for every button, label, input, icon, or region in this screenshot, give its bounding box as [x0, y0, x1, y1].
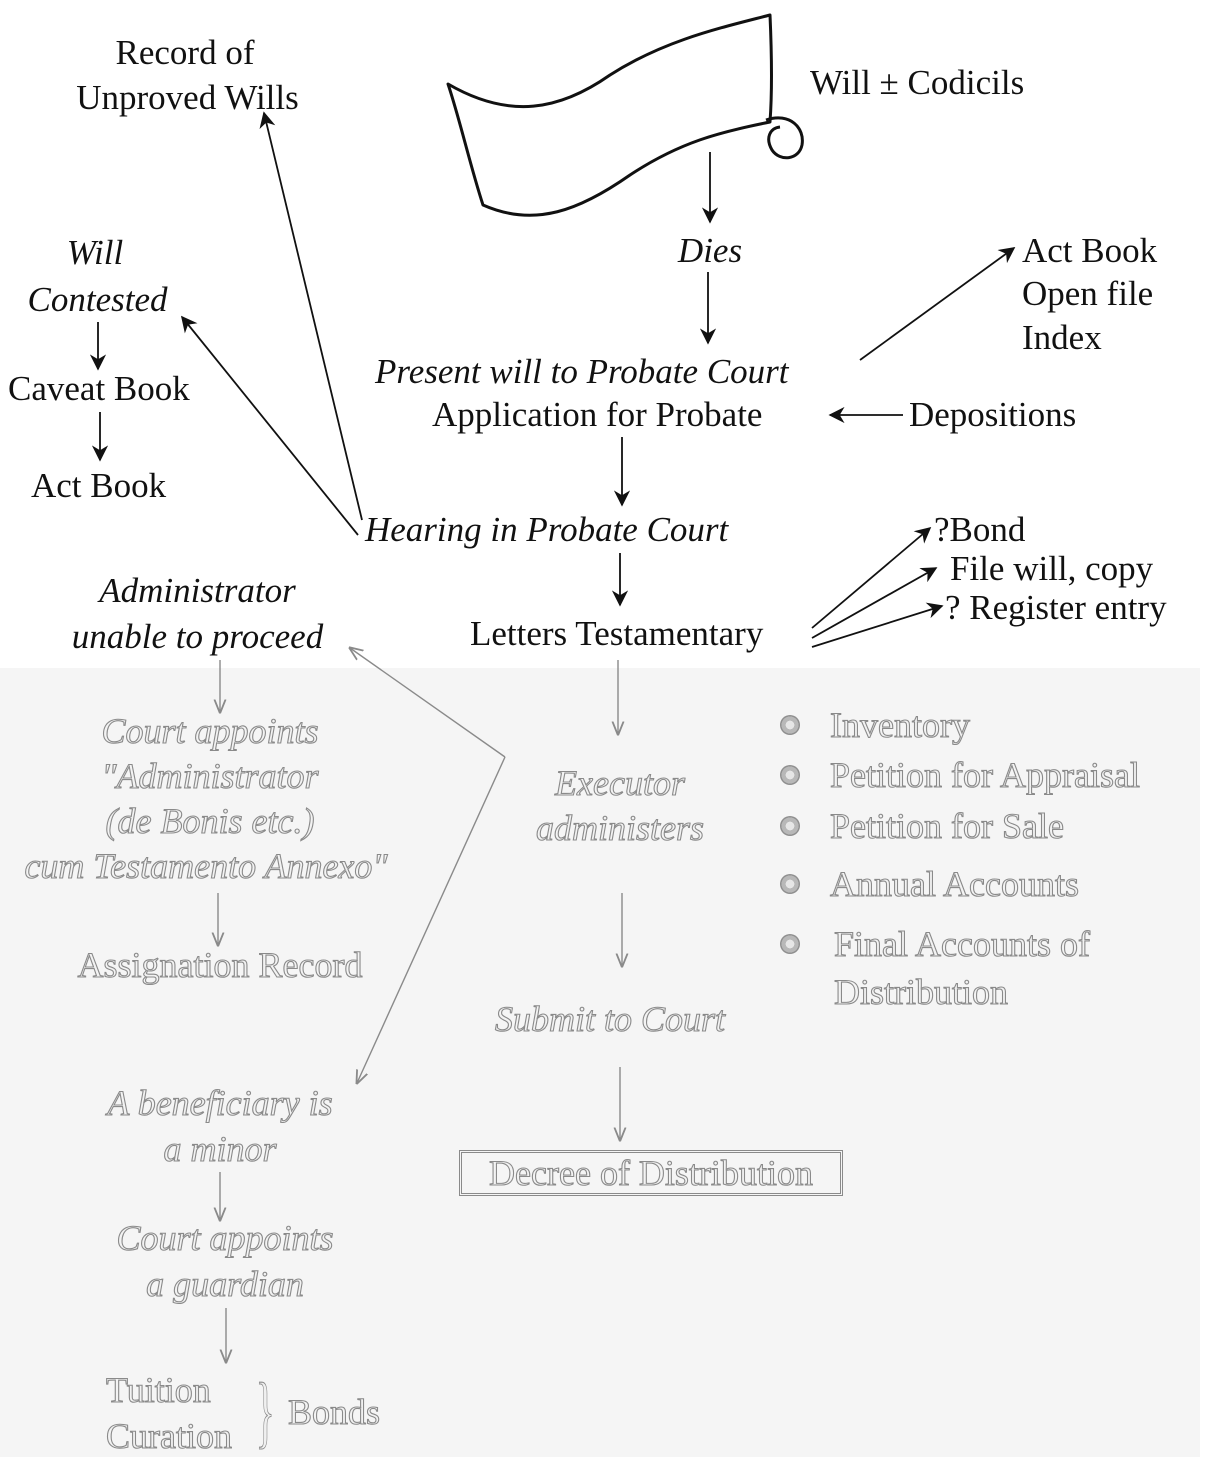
dies-label: Dies [677, 231, 743, 270]
bullet-annual [780, 874, 800, 894]
arrow-present-to-actbook [859, 247, 1016, 361]
bullet-inventory [780, 715, 800, 735]
arrow-letters-to-filewill [811, 567, 938, 639]
court-appoints-admin-line3: (de Bonis etc.) [105, 800, 315, 841]
application-probate-label: Application for Probate [432, 395, 763, 434]
beneficiary-minor-line1: A beneficiary is [107, 1082, 333, 1123]
task-final-line1: Final Accounts of [833, 923, 1090, 964]
executor-line2: administers [535, 807, 704, 848]
arrow-hearing-to-record [259, 111, 363, 521]
bond-label: ?Bond [934, 510, 1026, 549]
admin-unable-line1: Administrator [99, 571, 296, 610]
hearing-label: Hearing in Probate Court [365, 510, 729, 549]
will-codicils-label: Will ± Codicils [810, 63, 1025, 102]
bullet-sale [780, 816, 800, 836]
assignation-record-label: Assignation Record [77, 944, 363, 985]
court-appoints-admin-line1: Court appoints [101, 710, 319, 751]
curation-label: Curation [105, 1415, 232, 1456]
will-scroll-icon [446, 13, 804, 217]
faded-lower-section [0, 668, 1200, 1457]
act-book-left-label: Act Book [31, 466, 167, 505]
task-final-line2: Distribution [833, 971, 1009, 1012]
bullet-appraisal [780, 765, 800, 785]
register-entry-label: ? Register entry [945, 588, 1167, 627]
submit-court-label: Submit to Court [494, 998, 726, 1039]
task-inventory: Inventory [829, 704, 970, 745]
depositions-label: Depositions [909, 395, 1077, 434]
court-appoints-guardian-line2: a guardian [146, 1263, 305, 1304]
bonds-brace: } [255, 1368, 275, 1456]
act-book-right-line3: Index [1022, 318, 1102, 357]
file-will-label: File will, copy [950, 549, 1154, 588]
beneficiary-minor-line2: a minor [163, 1128, 277, 1169]
will-contested-line2: Contested [27, 280, 168, 319]
arrow-executor-to-admin-unable [350, 648, 506, 758]
tuition-label: Tuition [105, 1369, 211, 1410]
task-appraisal: Petition for Appraisal [829, 754, 1140, 795]
decree-label: Decree of Distribution [488, 1152, 813, 1193]
present-will-label: Present will to Probate Court [375, 352, 789, 391]
arrow-letters-to-register [811, 602, 944, 648]
record-unproved-wills-line2: Unproved Wills [76, 78, 299, 117]
executor-line1: Executor [554, 762, 685, 803]
court-appoints-guardian-line1: Court appoints [116, 1217, 334, 1258]
act-book-right-line1: Act Book [1022, 231, 1158, 270]
task-sale: Petition for Sale [829, 805, 1064, 846]
letters-testamentary-label: Letters Testamentary [470, 614, 764, 653]
arrow-hearing-to-contested [180, 315, 359, 536]
court-appoints-admin-line2: "Administrator [101, 755, 319, 796]
arrow-executor-to-beneficiary [357, 756, 506, 1083]
act-book-right-line2: Open file [1022, 274, 1154, 313]
admin-unable-line2: unable to proceed [71, 617, 324, 656]
court-appoints-admin-line4: cum Testamento Annexo" [24, 845, 388, 886]
arrow-letters-to-bond [811, 526, 932, 629]
decree-box [459, 1150, 843, 1196]
task-annual: Annual Accounts [829, 863, 1079, 904]
record-unproved-wills-line1: Record of [115, 33, 255, 72]
will-contested-line1: Will [66, 233, 124, 272]
caveat-book-label: Caveat Book [8, 369, 190, 408]
bonds-label: Bonds [287, 1391, 381, 1432]
bullet-final [780, 934, 800, 954]
